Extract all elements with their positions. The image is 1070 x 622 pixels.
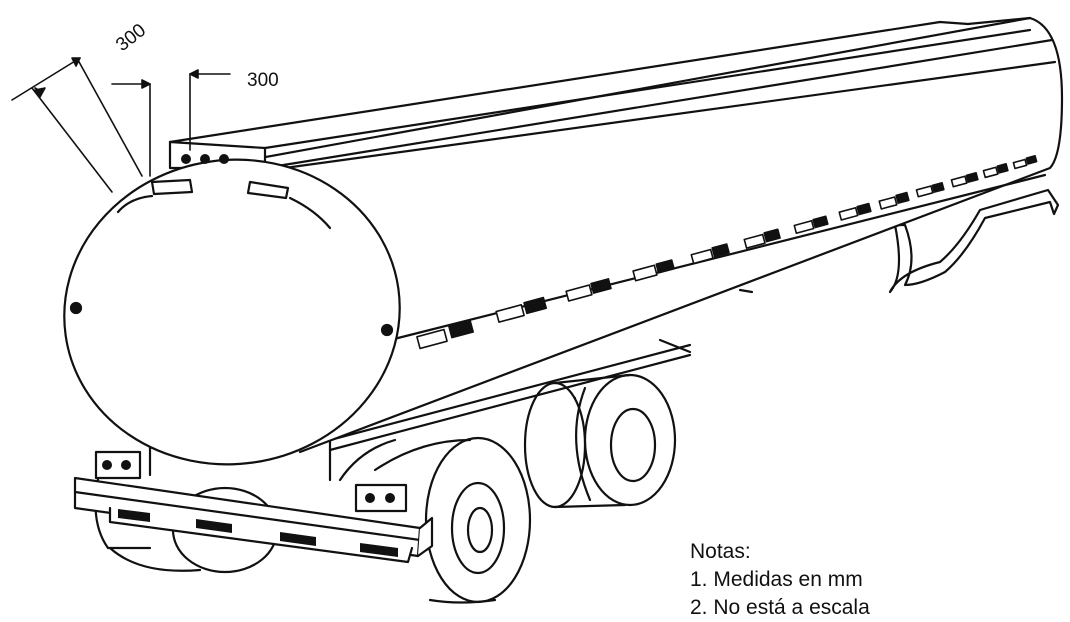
front-fender	[738, 188, 1060, 294]
tape-segment	[1012, 155, 1038, 170]
note-item: 2. No está a escala	[690, 596, 870, 619]
notes-heading: Notas:	[690, 540, 751, 563]
underbody-frame	[148, 338, 692, 482]
tape-segment	[743, 228, 781, 249]
notes-block: Notas: 1. Medidas en mm 2. No está a esc…	[690, 538, 870, 622]
dimension-label-diagonal: 300	[112, 20, 150, 56]
front-wheels	[338, 436, 532, 604]
tape-segment	[915, 182, 945, 198]
tape-segment	[982, 163, 1009, 179]
tape-segment	[565, 278, 612, 302]
note-item: 1. Medidas en mm	[690, 568, 863, 591]
tape-segment	[416, 319, 474, 350]
tank-rear-cap	[63, 158, 401, 466]
rear-bumper	[73, 476, 434, 564]
dimension-label-horizontal: 300	[247, 70, 279, 91]
tape-segment	[690, 243, 730, 265]
tape-segment	[878, 191, 910, 210]
tape-segment	[838, 202, 872, 221]
rear-lamp-right	[354, 483, 408, 513]
tandem-wheels	[523, 373, 677, 509]
bumper-reflective-marks	[118, 509, 398, 557]
dimension-lines	[11, 57, 231, 193]
tape-segment	[950, 172, 979, 188]
rear-lamp-left	[94, 450, 142, 480]
tape-segment	[632, 259, 675, 282]
tape-segment	[495, 296, 548, 323]
side-reflective-tape	[416, 155, 1038, 350]
rear-cap-reflective-strips	[116, 178, 332, 230]
tape-segment	[793, 215, 829, 234]
top-clearance-lamps	[181, 154, 229, 164]
